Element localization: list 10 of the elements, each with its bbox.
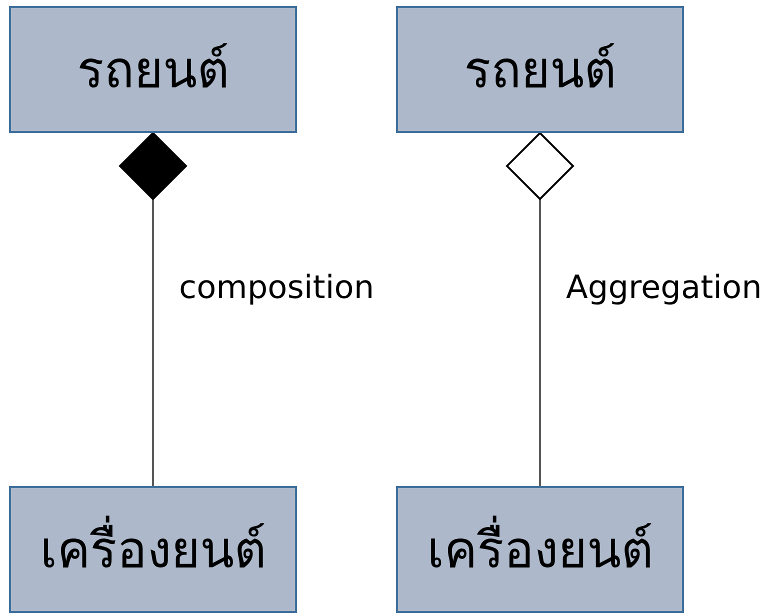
class-box: [9, 6, 297, 133]
class-name: รถยนต์: [77, 40, 229, 101]
association-line: [506, 132, 574, 486]
class-name: เครื่องยนต์: [427, 510, 653, 589]
class-name: เครื่องยนต์: [40, 510, 266, 589]
class-name: รถยนต์: [464, 40, 616, 101]
class-box: [396, 6, 684, 133]
class-box: [9, 486, 297, 613]
class-box: [396, 486, 684, 613]
association-line: [119, 132, 187, 486]
